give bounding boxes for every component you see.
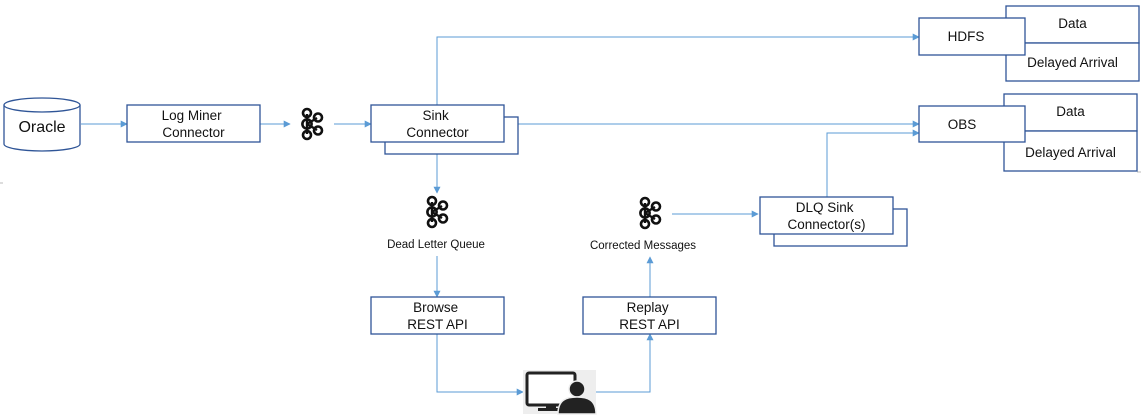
kafka-logo-icon bbox=[301, 107, 324, 141]
sink-connector-label-line2: Connector bbox=[406, 125, 469, 140]
browse-rest-api: Browse REST API bbox=[370, 296, 505, 335]
log-miner-connector: Log Miner Connector bbox=[126, 104, 261, 143]
oracle-label: Oracle bbox=[18, 119, 65, 136]
obs-data-label: Data bbox=[1056, 104, 1085, 119]
user-at-computer-icon bbox=[523, 370, 597, 415]
corrected-messages-label: Corrected Messages bbox=[590, 240, 696, 252]
replay-label-line1: Replay bbox=[627, 300, 669, 315]
dead-letter-queue-label: Dead Letter Queue bbox=[387, 239, 485, 251]
kafka-logo-icon bbox=[639, 196, 662, 230]
hdfs-data-label: Data bbox=[1058, 16, 1087, 31]
hdfs-storage: Data Delayed Arrival HDFS bbox=[918, 5, 1140, 82]
obs-label: OBS bbox=[948, 117, 977, 132]
database-cylinder-icon bbox=[3, 97, 81, 152]
svg-text:DLQ Sink Connector(s): DLQ Sink Connector(s) bbox=[787, 200, 865, 232]
svg-text:Browse REST API: Browse REST API bbox=[407, 300, 468, 332]
arrow-sink-to-hdfs bbox=[436, 33, 920, 106]
log-miner-label-line2: Connector bbox=[162, 125, 225, 140]
hdfs-delayed-label: Delayed Arrival bbox=[1027, 55, 1118, 70]
log-miner-label-line1: Log Miner bbox=[162, 108, 223, 123]
arrow-browse-to-user bbox=[436, 334, 524, 396]
svg-text:Log Miner Connector: Log Miner Connector bbox=[162, 108, 226, 140]
sink-connector-label-line1: Sink bbox=[422, 108, 449, 123]
obs-storage: Data Delayed Arrival OBS bbox=[918, 93, 1138, 172]
browse-label-line1: Browse bbox=[413, 300, 458, 315]
arrow-user-to-replay bbox=[596, 333, 654, 393]
svg-text:Replay REST API: Replay REST API bbox=[619, 300, 680, 332]
svg-text:Sink Connector: Sink Connector bbox=[406, 108, 469, 140]
dlq-sink-connector: DLQ Sink Connector(s) bbox=[759, 196, 908, 247]
obs-delayed-label: Delayed Arrival bbox=[1025, 145, 1116, 160]
kafka-logo-icon bbox=[426, 195, 449, 229]
hdfs-label: HDFS bbox=[948, 29, 985, 44]
browse-label-line2: REST API bbox=[407, 317, 468, 332]
dlq-sink-label-line1: DLQ Sink bbox=[796, 200, 854, 215]
dlq-sink-label-line2: Connector(s) bbox=[787, 217, 865, 232]
oracle-database: Oracle bbox=[3, 97, 81, 152]
arrow-dlqsink-to-obs bbox=[826, 129, 920, 197]
replay-label-line2: REST API bbox=[619, 317, 680, 332]
replay-rest-api: Replay REST API bbox=[582, 296, 717, 335]
sink-connector: Sink Connector bbox=[370, 104, 519, 155]
flows bbox=[81, 33, 920, 396]
